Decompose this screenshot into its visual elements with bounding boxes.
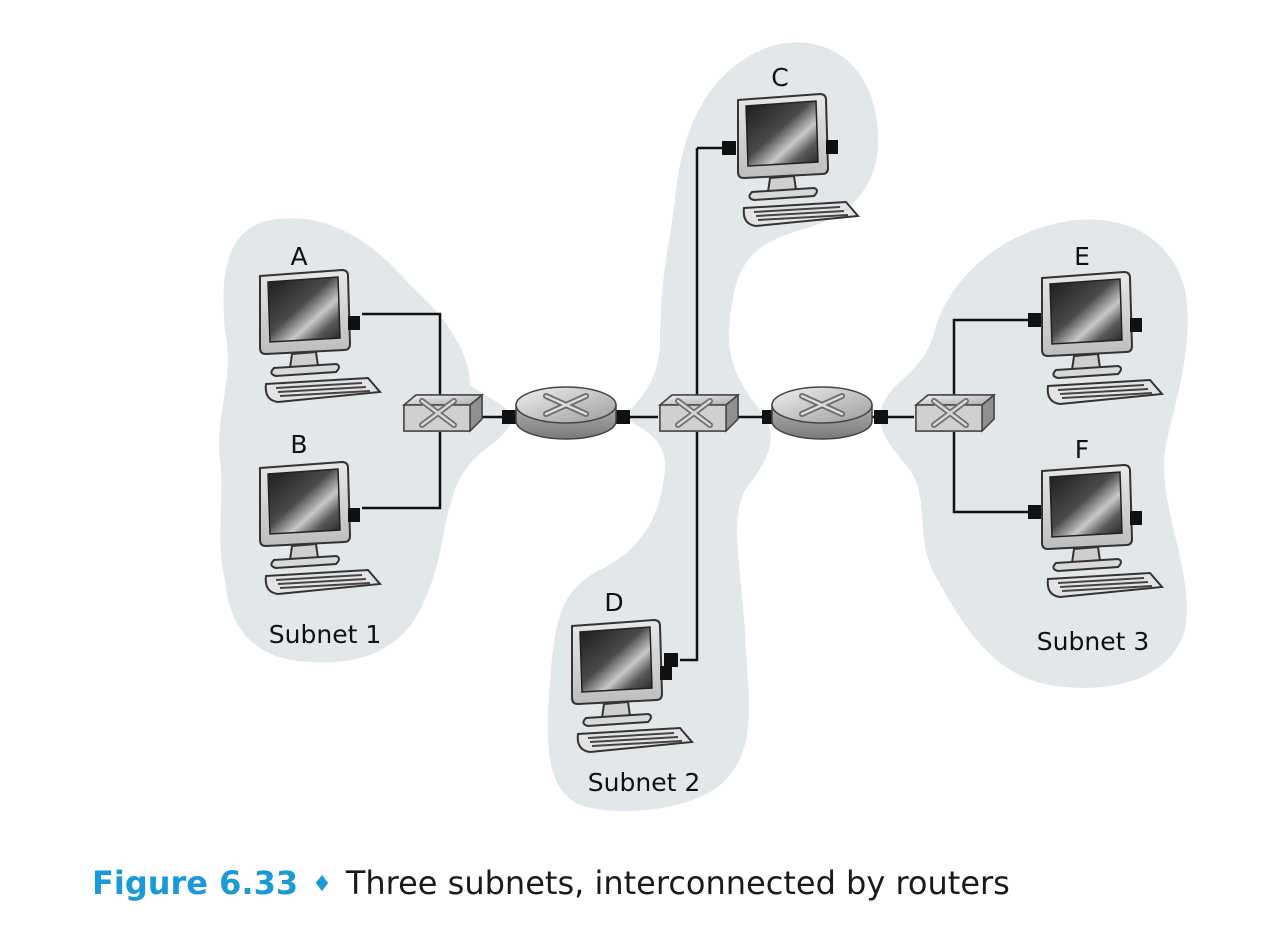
subnet-3-region — [879, 219, 1188, 688]
host-b-label: B — [290, 430, 307, 459]
router-right-icon — [772, 387, 872, 439]
subnet-2-label: Subnet 2 — [588, 768, 700, 797]
switch-subnet-2-icon — [660, 395, 738, 431]
router-left-icon — [516, 387, 616, 439]
host-f-label: F — [1075, 435, 1089, 464]
host-e-label: E — [1074, 242, 1090, 271]
host-a-label: A — [290, 242, 307, 271]
host-c-label: C — [771, 63, 788, 92]
switch-subnet-3-icon — [916, 395, 994, 431]
switch-subnet-1-icon — [404, 395, 482, 431]
figure-caption: Figure 6.33 ♦ Three subnets, interconnec… — [92, 864, 1010, 902]
host-d-label: D — [604, 588, 623, 617]
figure-caption-text: Three subnets, interconnected by routers — [345, 864, 1010, 902]
caption-separator: ♦ — [312, 872, 332, 897]
subnet-1-label: Subnet 1 — [269, 620, 381, 649]
figure-number: Figure 6.33 — [92, 864, 298, 902]
subnet-3-label: Subnet 3 — [1037, 627, 1149, 656]
